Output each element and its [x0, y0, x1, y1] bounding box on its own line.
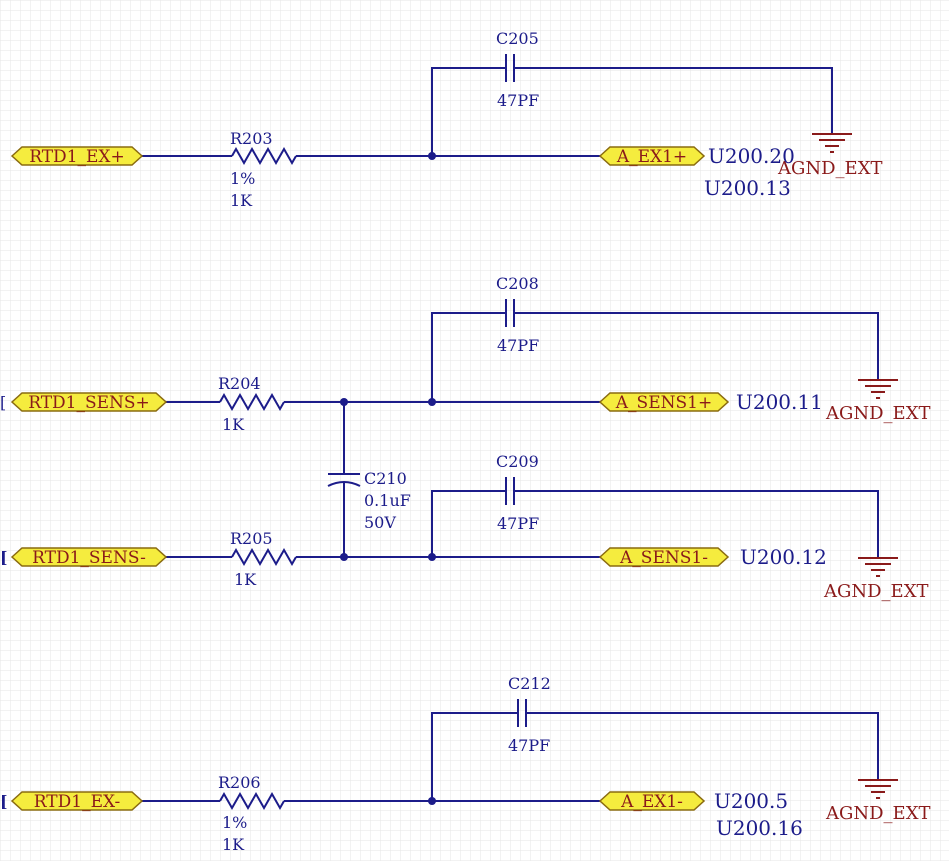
wire — [431, 67, 500, 156]
pin-label: U200.5 — [714, 789, 788, 813]
ground-symbol — [858, 379, 898, 399]
port-label: RTD1_SENS+ — [28, 393, 150, 413]
resistor-r204-symbol[interactable] — [219, 392, 285, 412]
wire — [431, 712, 512, 801]
port-label: A_SENS1+ — [615, 393, 712, 413]
port-label: A_EX1+ — [616, 147, 687, 167]
junction-dot — [428, 553, 436, 561]
ground-symbol — [812, 133, 852, 153]
port-a-sens1-plus[interactable]: A_SENS1+ — [598, 392, 730, 413]
wire — [512, 712, 879, 780]
ground-label: AGND_EXT — [825, 803, 931, 824]
pin-label: U200.16 — [716, 816, 803, 840]
ground-label: AGND_EXT — [825, 403, 931, 424]
capacitor-value-label: 47PF — [497, 91, 539, 110]
capacitor-voltage-label: 50V — [364, 513, 396, 532]
resistor-tolerance-label: 1% — [230, 169, 255, 188]
port-a-ex1-minus[interactable]: A_EX1- — [598, 791, 706, 812]
port-label: RTD1_EX+ — [29, 147, 125, 167]
junction-dot — [428, 797, 436, 805]
resistor-r206-symbol[interactable] — [219, 791, 285, 811]
resistor-value-label: 1K — [222, 415, 245, 434]
resistor-tolerance-label: 1% — [222, 813, 247, 832]
resistor-value-label: 1K — [230, 191, 253, 210]
wire — [500, 67, 833, 134]
junction-dot — [428, 398, 436, 406]
port-rtd1-sens-minus[interactable]: RTD1_SENS- — [10, 547, 168, 568]
offscreen-port-tip: [ — [0, 393, 6, 412]
ground-label: AGND_EXT — [823, 581, 929, 602]
block-ex-plus: AGND_EXT RTD1_EX+ A_EX1+ R203 1% 1K C205… — [10, 29, 883, 210]
capacitor-ref-label: C212 — [508, 674, 551, 693]
capacitor-value-label: 47PF — [497, 514, 539, 533]
block-ex-minus: [ AGND_EXT RTD1_EX- A_EX1- R206 1% 1K C2… — [0, 674, 931, 854]
capacitor-value-label: 0.1uF — [364, 491, 411, 510]
capacitor-value-label: 47PF — [497, 336, 539, 355]
block-sens-plus: [ AGND_EXT RTD1_SENS+ A_SENS1+ R204 1K C… — [0, 274, 931, 434]
capacitor-ref-label: C208 — [496, 274, 539, 293]
port-a-ex1-plus[interactable]: A_EX1+ — [598, 146, 706, 167]
ground-symbol — [858, 779, 898, 799]
resistor-ref-label: R205 — [230, 529, 273, 548]
wire — [500, 312, 879, 380]
resistor-ref-label: R204 — [218, 374, 261, 393]
wire — [500, 490, 879, 558]
port-label: A_SENS1- — [619, 548, 708, 568]
port-rtd1-ex-minus[interactable]: RTD1_EX- — [10, 791, 144, 812]
pin-label: U200.13 — [704, 176, 791, 200]
resistor-ref-label: R203 — [230, 129, 273, 148]
capacitor-ref-label: C210 — [364, 469, 407, 488]
port-label: RTD1_EX- — [34, 792, 120, 812]
resistor-value-label: 1K — [234, 570, 257, 589]
port-rtd1-sens-plus[interactable]: RTD1_SENS+ — [10, 392, 168, 413]
capacitor-ref-label: C209 — [496, 452, 539, 471]
wire — [431, 490, 500, 557]
port-a-sens1-minus[interactable]: A_SENS1- — [598, 547, 730, 568]
capacitor-c210[interactable]: C210 0.1uF 50V — [327, 402, 411, 557]
port-label: A_EX1- — [620, 792, 683, 812]
ground-symbol — [858, 557, 898, 577]
resistor-value-label: 1K — [222, 835, 245, 854]
pin-label: U200.20 — [708, 144, 795, 168]
port-rtd1-ex-plus[interactable]: RTD1_EX+ — [10, 146, 144, 167]
pin-label: U200.11 — [736, 390, 823, 414]
port-label: RTD1_SENS- — [32, 548, 146, 568]
junction-dot — [428, 152, 436, 160]
offscreen-port-tip: [ — [0, 792, 8, 811]
pin-label: U200.12 — [740, 545, 827, 569]
block-sens-minus: [ AGND_EXT RTD1_SENS- A_SENS1- R205 1K C… — [0, 452, 929, 602]
resistor-r203-symbol[interactable] — [231, 146, 297, 166]
wire — [431, 312, 500, 402]
offscreen-port-tip: [ — [0, 548, 8, 567]
capacitor-value-label: 47PF — [508, 736, 550, 755]
ground-label: AGND_EXT — [777, 158, 883, 179]
capacitor-ref-label: C205 — [496, 29, 539, 48]
resistor-r205-symbol[interactable] — [231, 547, 297, 567]
junction-dot — [340, 553, 348, 561]
resistor-ref-label: R206 — [218, 773, 261, 792]
